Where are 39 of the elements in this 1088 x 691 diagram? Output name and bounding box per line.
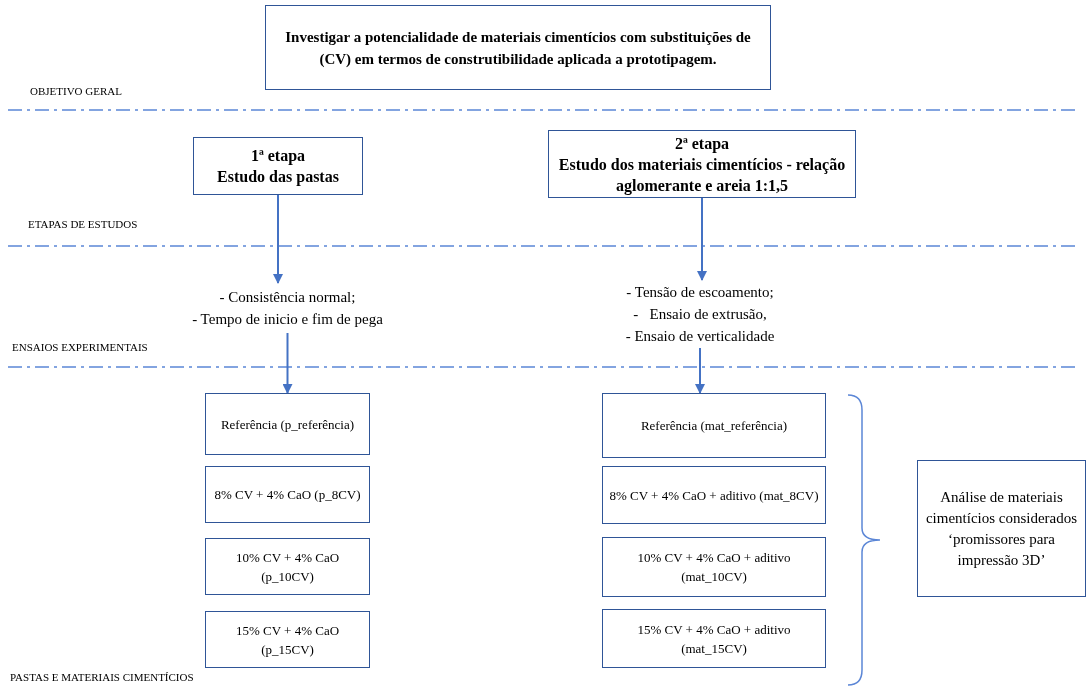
node-text: 15% CV + 4% CaO (p_15CV) (234, 621, 341, 659)
node-text: Referência (mat_referência) (640, 417, 788, 435)
process-box (265, 5, 771, 90)
process-box (602, 393, 826, 458)
node-text: 2ª etapa (674, 133, 730, 154)
arrow (697, 197, 707, 281)
arrow (695, 347, 705, 394)
node-text: 8% CV + 4% CaO (p_8CV) (214, 486, 361, 504)
section-label: ENSAIOS EXPERIMENTAIS (12, 340, 148, 354)
node-text: Análise de materiais cimentícios considerados ‘promissores para impressão 3D’ (924, 487, 1079, 570)
process-box (205, 611, 370, 668)
node-text: Estudo dos materiais cimentícios - relação aglomerante e areia 1:1,5 (557, 154, 847, 196)
arrow (282, 332, 293, 394)
section-label: ETAPAS DE ESTUDOS (28, 217, 138, 231)
node-text: 15% CV + 4% CaO + aditivo (mat_15CV) (636, 620, 792, 658)
section-label: OBJETIVO GERAL (30, 84, 122, 98)
process-box (917, 460, 1086, 597)
node-text: 10% CV + 4% CaO (p_10CV) (234, 548, 341, 586)
process-box (205, 393, 370, 455)
node-text: Investigar a potencialidade de materiais cimentícios com substituições de (CV) em termos de construtibilidade aplicada a prototipagem. (284, 27, 752, 69)
node-text: - Ensaio de verticalidade (625, 327, 775, 346)
node-text: - Consistência normal; (219, 288, 356, 307)
arrow (273, 194, 283, 284)
node-text: - Tempo de inicio e fim de pega (192, 310, 383, 329)
section-label: PASTAS E MATERIAIS CIMENTÍCIOS (10, 670, 194, 684)
process-box (205, 538, 370, 595)
node-text: - Tensão de escoamento; (626, 283, 774, 302)
process-box (602, 537, 826, 597)
node-text: 10% CV + 4% CaO + aditivo (mat_10CV) (636, 549, 792, 586)
node-text: 8% CV + 4% CaO + aditivo (mat_8CV) (609, 486, 819, 505)
node-text: Estudo das pastas (217, 167, 339, 187)
node-text: Referência (p_referência) (220, 415, 355, 434)
node-text: - Ensaio de extrusão, (633, 305, 767, 324)
node-text: 1ª etapa (250, 146, 306, 166)
process-box (548, 130, 856, 198)
process-box (602, 609, 826, 668)
process-box (193, 137, 363, 195)
process-box (205, 466, 370, 523)
process-box (602, 466, 826, 524)
